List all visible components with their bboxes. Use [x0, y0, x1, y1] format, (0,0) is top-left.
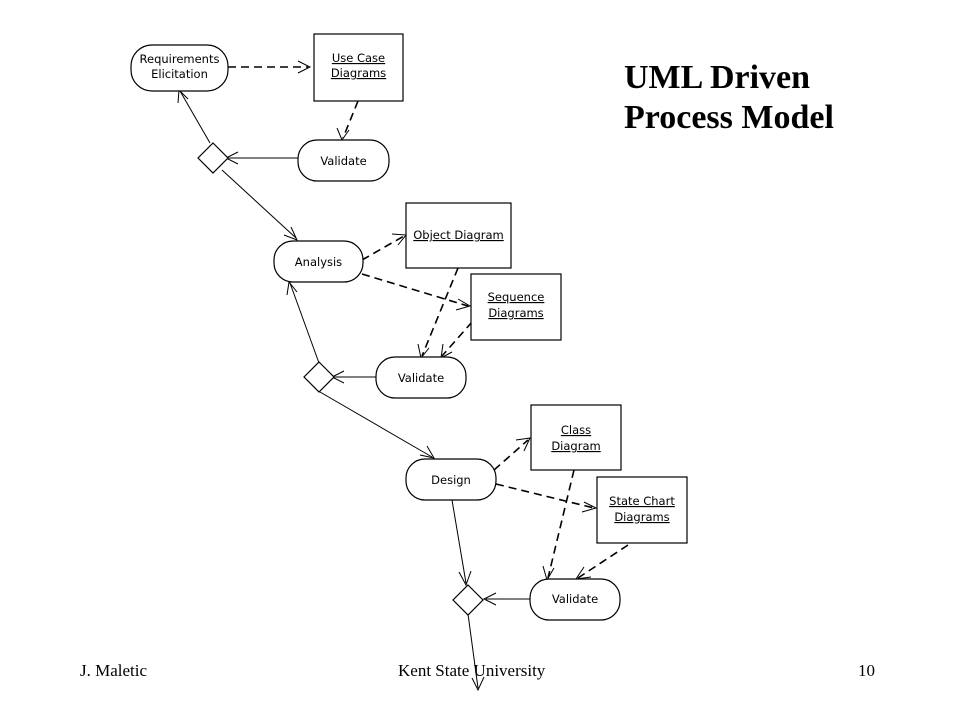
edge-validate3-to-decision3	[482, 592, 530, 606]
node-validate-2: Validate	[375, 356, 467, 399]
decision-diamond-1	[197, 142, 229, 174]
node-validate-3-label: Validate	[552, 592, 598, 606]
edge-requirements-to-usecase	[228, 60, 312, 74]
node-class-label-2: Diagram	[551, 439, 600, 453]
edge-validate1-to-decision1	[224, 151, 298, 165]
edge-analysis-to-objectdiagram	[361, 233, 407, 261]
edge-sequence-to-validate2	[440, 321, 473, 359]
node-sequence-diagrams: Sequence Diagrams	[470, 273, 562, 341]
node-requirements-label-2: Elicitation	[151, 67, 208, 81]
node-requirements-elicitation: Requirements Elicitation	[130, 44, 229, 92]
node-sequence-label-2: Diagrams	[488, 306, 543, 320]
node-requirements-label-1: Requirements	[140, 52, 220, 66]
decision-diamond-3	[452, 584, 484, 616]
node-statechart-label-2: Diagrams	[614, 510, 669, 524]
edge-decision1-to-requirements	[177, 88, 211, 144]
node-class-diagram: Class Diagram	[530, 404, 622, 471]
footer-author: J. Maletic	[80, 661, 148, 680]
slide-title-line-1: UML Driven	[624, 59, 811, 96]
node-validate-1-label: Validate	[320, 154, 366, 168]
edge-design-to-classdiagram	[493, 437, 531, 471]
footer-institution: Kent State University	[398, 661, 546, 680]
node-analysis-label: Analysis	[295, 255, 342, 269]
edge-validate2-to-decision2	[330, 370, 376, 384]
edge-design-to-statechart	[495, 483, 598, 513]
node-usecase-label-2: Diagrams	[331, 66, 386, 80]
node-sequence-label-1: Sequence	[488, 290, 545, 304]
edge-decision3-exit	[467, 613, 485, 692]
node-object-label: Object Diagram	[413, 228, 503, 242]
node-design: Design	[405, 458, 497, 501]
node-object-diagram: Object Diagram	[405, 202, 512, 269]
node-statechart-label-1: State Chart	[609, 494, 675, 508]
decision-diamond-2	[303, 361, 335, 393]
node-class-label-1: Class	[561, 423, 591, 437]
node-design-label: Design	[431, 473, 471, 487]
edge-analysis-to-sequence	[361, 273, 472, 311]
slide-title-line-2: Process Model	[624, 99, 834, 136]
footer-page-number: 10	[858, 661, 875, 680]
node-statechart-diagrams: State Chart Diagrams	[596, 476, 688, 544]
node-usecase-label-1: Use Case	[332, 51, 385, 65]
node-validate-3: Validate	[529, 578, 621, 621]
edge-decision1-to-analysis	[221, 169, 298, 241]
edge-statechart-to-validate3	[574, 544, 629, 580]
node-validate-2-label: Validate	[398, 371, 444, 385]
edge-decision2-to-analysis	[286, 280, 320, 364]
node-usecase-diagrams: Use Case Diagrams	[313, 33, 404, 102]
edge-classdiagram-to-validate3	[542, 469, 575, 582]
edge-design-to-decision3	[451, 499, 472, 587]
edge-usecase-to-validate1	[336, 100, 359, 142]
node-analysis: Analysis	[273, 240, 364, 283]
node-validate-1: Validate	[297, 139, 390, 182]
slide-title: UML Driven Process Model	[624, 58, 834, 138]
edge-decision2-to-design	[319, 391, 436, 459]
